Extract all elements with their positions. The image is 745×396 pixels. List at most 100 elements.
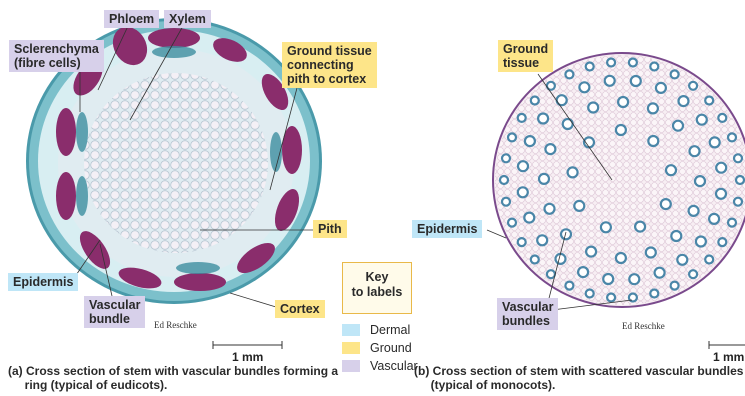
key-title: Key to labels [342,262,412,314]
vascular-bundle-mark [718,114,726,122]
vascular-bundle-mark [531,256,539,264]
vascular-bundle-mark [531,97,539,105]
vascular-bundle-mark [607,59,615,67]
vascular-bundle-mark [709,214,719,224]
key-item-vascular: Vascular [342,359,422,373]
vascular-bundle-label: Vascular bundle [84,296,145,328]
vascular-bundle-mark [538,114,548,124]
vascular-bundle-mark [586,290,594,298]
vascular-bundle-mark [557,95,567,105]
eudicot-pith [84,73,268,253]
vascular-bundle-mark [650,290,658,298]
phloem-label: Phloem [104,10,159,28]
vascular-bundle-mark [718,238,726,246]
ground-swatch [342,342,360,354]
key-title-text: Key to labels [352,270,403,299]
vascular-bundle-mark [629,59,637,67]
vascular-bundle-mark [689,206,699,216]
vascular-bundle-mark [502,198,510,206]
monocot-ground-tissue-label: Ground tissue [498,40,553,72]
key-item-label: Vascular [370,359,418,373]
vascular-bundle-mark [502,154,510,162]
sclerenchyma-label: Sclerenchyma (fibre cells) [9,40,104,72]
key-item-dermal: Dermal [342,323,422,337]
vascular-swatch [342,360,360,372]
vascular-bundle-mark [648,103,658,113]
vascular-bundle-mark [545,144,555,154]
vascular-bundle-mark [607,294,615,302]
vascular-bundle-mark [524,213,534,223]
ground-tissue-label: Ground tissue connecting pith to cortex [282,42,377,88]
vascular-bundle-mark [655,268,665,278]
cortex-label: Cortex [275,300,325,318]
vascular-bundle-mark [648,136,658,146]
vascular-bundle-mark [728,133,736,141]
vascular-bundle-mark [508,133,516,141]
vascular-bundle-mark [588,103,598,113]
vascular-bundle-mark [616,125,626,135]
vascular-bundle-mark [579,82,589,92]
vascular-bundle-mark [716,163,726,173]
vascular-bundle-mark [586,247,596,257]
vascular-bundle-mark [671,231,681,241]
vascular-bundle-mark [618,97,628,107]
vascular-bundle-mark [547,270,555,278]
vascular-bundle-mark [661,199,671,209]
vascular-bundle-mark [650,63,658,71]
epidermis-label: Epidermis [8,273,78,291]
vascular-bundle-mark [689,270,697,278]
vascular-bundle-mark [690,146,700,156]
vascular-bundle-mark [728,219,736,227]
vascular-bundle-mark [666,165,676,175]
vascular-bundle-mark [705,256,713,264]
vascular-bundle-mark [697,115,707,125]
key-item-label: Dermal [370,323,410,337]
monocot-photo-credit: Ed Reschke [622,321,665,331]
vascular-bundle-mark [677,255,687,265]
vascular-bundle-mark [656,83,666,93]
vascular-bundle-mark [545,204,555,214]
monocot-ground-tissue [495,55,745,305]
vascular-bundle-mark [629,274,639,284]
xylem-label: Xylem [164,10,211,28]
vascular-bundle-mark [518,187,528,197]
vascular-bundle-mark [673,121,683,131]
vascular-bundle-mark [518,114,526,122]
vascular-bundle-mark [500,176,508,184]
vascular-bundle-mark [710,137,720,147]
monocot-stem [492,52,745,308]
vascular-bundle-mark [695,176,705,186]
vascular-bundles-label: Vascular bundles [497,298,558,330]
vascular-bundle-mark [601,222,611,232]
monocot-caption: (b) Cross section of stem with scattered… [414,364,743,392]
vascular-bundle-mark [605,76,615,86]
vascular-bundle-mark [586,63,594,71]
vascular-bundle-mark [556,254,566,264]
pith-label: Pith [313,220,347,238]
vascular-bundle-mark [734,154,742,162]
vascular-bundle-mark [635,222,645,232]
dermal-swatch [342,324,360,336]
key-item-ground: Ground [342,341,422,355]
vascular-bundle-mark [631,76,641,86]
vascular-bundle-mark [574,201,584,211]
vascular-bundle-mark [646,248,656,258]
vascular-bundle-mark [518,161,528,171]
eudicot-caption: (a) Cross section of stem with vascular … [8,364,338,392]
vascular-bundle-mark [679,96,689,106]
vascular-bundle-mark [565,70,573,78]
vascular-bundle-mark [705,97,713,105]
vascular-bundle-mark [568,167,578,177]
key-item-label: Ground [370,341,412,355]
vascular-bundle-mark [736,176,744,184]
vascular-bundle-mark [525,136,535,146]
monocot-epidermis-label: Epidermis [412,220,482,238]
vascular-bundle-mark [518,238,526,246]
vascular-bundle-mark [539,174,549,184]
vascular-bundle-mark [671,70,679,78]
eudicot-scale-label: 1 mm [232,350,263,364]
vascular-bundle-mark [616,253,626,263]
eudicot-photo-credit: Ed Reschke [154,320,197,330]
vascular-bundle-mark [508,219,516,227]
